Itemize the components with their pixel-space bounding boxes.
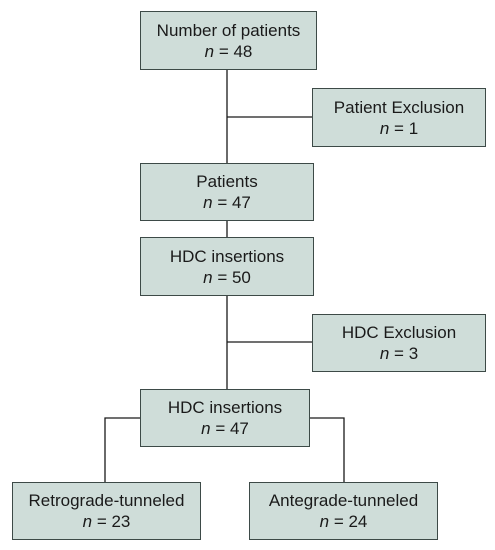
box-label: HDC insertions [169, 246, 285, 266]
n-symbol: n [82, 512, 93, 531]
n-symbol: n [203, 193, 213, 212]
count-value: = 47 [215, 419, 249, 438]
n-symbol: n [379, 344, 390, 363]
n-symbol: n [201, 419, 211, 438]
count-value: = 1 [394, 118, 419, 138]
count-value: = 23 [96, 512, 131, 531]
box-label: HDC Exclusion [341, 323, 457, 342]
box-count: n = 50 [203, 267, 251, 288]
box-patient-exclusion: Patient Exclusion n = 1 [312, 88, 486, 147]
box-label: Retrograde-tunneled [28, 491, 185, 510]
box-count: n = 48 [205, 41, 253, 62]
n-symbol: n [203, 267, 213, 287]
box-label: Patient Exclusion [333, 97, 465, 117]
box-label: Number of patients [156, 20, 301, 40]
box-count: n = 47 [201, 418, 249, 439]
box-count: n = 24 [320, 511, 368, 532]
box-count: n = 47 [203, 192, 251, 213]
connector-to-antegrade [310, 417, 345, 482]
box-hdc-exclusion: HDC Exclusion n = 3 [312, 314, 486, 372]
box-retrograde-tunneled: Retrograde-tunneled n = 23 [12, 482, 201, 540]
box-count: n = 1 [380, 118, 418, 139]
count-value: = 50 [217, 267, 251, 287]
connector-to-retrograde [104, 417, 140, 482]
count-value: = 24 [333, 512, 368, 531]
n-symbol: n [379, 118, 390, 138]
box-label: Patients [196, 172, 258, 191]
n-symbol: n [319, 512, 330, 531]
n-symbol: n [204, 41, 215, 61]
box-hdc-insertions-initial: HDC insertions n = 50 [140, 237, 314, 296]
box-label: HDC insertions [167, 398, 283, 417]
count-value: = 3 [394, 344, 419, 363]
box-patients: Patients n = 47 [140, 163, 314, 221]
count-value: = 47 [217, 193, 251, 212]
box-count: n = 23 [83, 511, 131, 532]
count-value: = 48 [218, 41, 253, 61]
box-count: n = 3 [380, 343, 418, 364]
box-hdc-insertions-final: HDC insertions n = 47 [140, 389, 310, 447]
box-label: Antegrade-tunneled [268, 491, 419, 510]
box-number-of-patients: Number of patients n = 48 [140, 11, 317, 70]
box-antegrade-tunneled: Antegrade-tunneled n = 24 [249, 482, 438, 540]
